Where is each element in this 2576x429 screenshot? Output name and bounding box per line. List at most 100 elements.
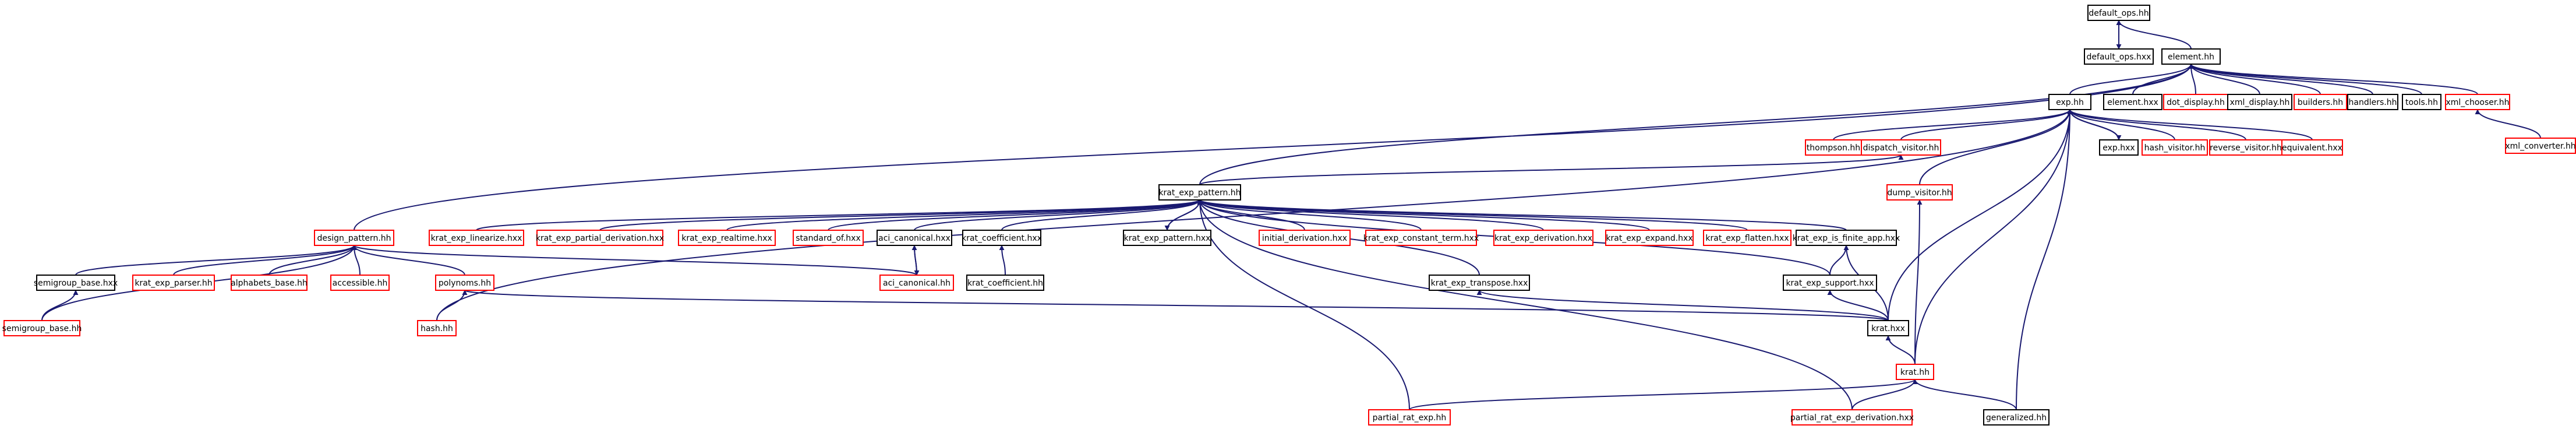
- node-label: exp.hxx: [2103, 143, 2135, 153]
- node-semigroup-base-hh[interactable]: semigroup_base.hh: [2, 320, 82, 336]
- edge-dispatch-visitor-hh-to-exp-hh: [1900, 109, 2073, 140]
- node-label: element.hh: [2168, 52, 2214, 62]
- node-label: standard_of.hxx: [796, 234, 860, 243]
- node-krat-hxx[interactable]: krat.hxx: [1867, 320, 1909, 336]
- node-generalized-hh[interactable]: generalized.hh: [1983, 409, 2050, 426]
- node-element-hh[interactable]: element.hh: [2161, 48, 2221, 65]
- node-polynoms-hh[interactable]: polynoms.hh: [435, 275, 494, 291]
- node-builders-hh[interactable]: builders.hh: [2294, 94, 2347, 110]
- node-standard-of-hxx[interactable]: standard_of.hxx: [793, 230, 864, 246]
- node-krat-exp-expand-hxx[interactable]: krat_exp_expand.hxx: [1605, 230, 1694, 246]
- node-exp-hh[interactable]: exp.hh: [2048, 94, 2091, 110]
- node-krat-hh[interactable]: krat.hh: [1896, 364, 1934, 380]
- node-krat-exp-derivation-hxx[interactable]: krat_exp_derivation.hxx: [1493, 230, 1593, 246]
- node-box: [962, 230, 1041, 246]
- node-initial-derivation-hxx[interactable]: initial_derivation.hxx: [1259, 230, 1351, 246]
- edge-krat-exp-partial-derivation-hxx-to-krat-exp-pattern-hh: [599, 199, 1203, 231]
- node-box: [2163, 94, 2228, 110]
- edge-xml-chooser-hh-to-element-hh: [2188, 64, 2478, 95]
- node-box: [536, 230, 663, 246]
- edge-krat-exp-pattern-hh-to-krat-exp-pattern-hxx: [1164, 199, 1200, 231]
- node-default-ops-hh[interactable]: default_ops.hh: [2087, 5, 2150, 21]
- edge-partial-rat-exp-hh-to-krat-hh: [1409, 379, 1918, 410]
- node-dispatch-visitor-hh[interactable]: dispatch_visitor.hh: [1861, 139, 1941, 156]
- node-krat-exp-support-hxx[interactable]: krat_exp_support.hxx: [1783, 275, 1877, 291]
- node-accessible-hh[interactable]: accessible.hh: [330, 275, 390, 291]
- node-label: krat_exp_derivation.hxx: [1494, 234, 1592, 243]
- node-xml-converter-hh[interactable]: xml_converter.hh: [2505, 138, 2576, 154]
- node-label: accessible.hh: [333, 279, 388, 288]
- node-krat-exp-realtime-hxx[interactable]: krat_exp_realtime.hxx: [678, 230, 776, 246]
- node-design-pattern-hh[interactable]: design_pattern.hh: [314, 230, 394, 246]
- node-krat-exp-flatten-hxx[interactable]: krat_exp_flatten.hxx: [1703, 230, 1791, 246]
- node-box: [1605, 230, 1694, 246]
- node-label: xml_chooser.hh: [2446, 98, 2509, 107]
- node-label: krat_coefficient.hh: [967, 279, 1043, 288]
- node-equivalent-hxx[interactable]: equivalent.hxx: [2281, 139, 2343, 156]
- node-label: dispatch_visitor.hh: [1863, 143, 1939, 153]
- node-box: [1983, 409, 2050, 426]
- node-box: [2227, 94, 2292, 110]
- node-box: [2099, 139, 2139, 156]
- node-partial-rat-exp-hh[interactable]: partial_rat_exp.hh: [1368, 409, 1451, 426]
- node-krat-exp-constant-term-hxx[interactable]: krat_exp_constant_term.hxx: [1363, 230, 1479, 246]
- node-label: partial_rat_exp.hh: [1373, 413, 1447, 423]
- edge-partial-rat-exp-derivation-hxx-to-krat-exp-pattern-hh: [1197, 199, 1853, 410]
- node-label: reverse_visitor.hh: [2210, 143, 2282, 153]
- node-label: krat.hh: [1900, 368, 1930, 377]
- node-dump-visitor-hh[interactable]: dump_visitor.hh: [1886, 184, 1953, 201]
- node-label: krat_exp_pattern.hh: [1158, 188, 1241, 198]
- node-box: [879, 275, 954, 291]
- node-box: [2103, 94, 2162, 110]
- node-alphabets-base-hh[interactable]: alphabets_base.hh: [231, 275, 308, 291]
- node-krat-exp-partial-derivation-hxx[interactable]: krat_exp_partial_derivation.hxx: [536, 230, 664, 246]
- node-label: semigroup_base.hxx: [34, 279, 118, 288]
- node-default-ops-hxx[interactable]: default_ops.hxx: [2084, 48, 2154, 65]
- node-dot-display-hh[interactable]: dot_display.hh: [2163, 94, 2228, 110]
- node-krat-exp-linearize-hxx[interactable]: krat_exp_linearize.hxx: [429, 230, 524, 246]
- node-box: [1783, 275, 1877, 291]
- edge-krat-hh-to-krat-hxx: [1885, 335, 1916, 365]
- node-exp-hxx[interactable]: exp.hxx: [2099, 139, 2139, 156]
- node-label: krat_exp_partial_derivation.hxx: [536, 234, 664, 243]
- node-handlers-hh[interactable]: handlers.hh: [2347, 94, 2398, 110]
- edge-partial-rat-exp-derivation-hxx-to-krat-hh: [1851, 379, 1918, 410]
- node-label: krat_coefficient.hxx: [962, 234, 1042, 243]
- edge-generalized-hh-to-exp-hh: [2016, 109, 2073, 410]
- node-hash-hh[interactable]: hash.hh: [417, 320, 457, 336]
- edge-handlers-hh-to-element-hh: [2188, 64, 2373, 95]
- node-krat-exp-parser-hh[interactable]: krat_exp_parser.hh: [132, 275, 215, 291]
- node-box: [877, 230, 952, 246]
- node-box: [1867, 320, 1909, 336]
- node-aci-canonical-hh[interactable]: aci_canonical.hh: [879, 275, 954, 291]
- node-tools-hh[interactable]: tools.hh: [2402, 94, 2441, 110]
- node-element-hxx[interactable]: element.hxx: [2103, 94, 2162, 110]
- node-thompson-hh[interactable]: thompson.hh: [1805, 139, 1862, 156]
- node-box: [793, 230, 864, 246]
- node-aci-canonical-hxx[interactable]: aci_canonical.hxx: [877, 230, 952, 246]
- node-box: [1805, 139, 1862, 156]
- node-label: krat_exp_flatten.hxx: [1705, 234, 1789, 243]
- edge-krat-exp-parser-hh-to-design-pattern-hh: [173, 245, 357, 276]
- node-semigroup-base-hxx[interactable]: semigroup_base.hxx: [34, 275, 118, 291]
- node-box: [1703, 230, 1791, 246]
- node-krat-exp-transpose-hxx[interactable]: krat_exp_transpose.hxx: [1429, 275, 1530, 291]
- edge-standard-of-hxx-to-krat-exp-pattern-hh: [828, 199, 1203, 231]
- node-reverse-visitor-hh[interactable]: reverse_visitor.hh: [2209, 139, 2282, 156]
- node-krat-coefficient-hh[interactable]: krat_coefficient.hh: [966, 275, 1044, 291]
- node-hash-visitor-hh[interactable]: hash_visitor.hh: [2142, 139, 2208, 156]
- node-krat-coefficient-hxx[interactable]: krat_coefficient.hxx: [962, 230, 1042, 246]
- node-krat-exp-is-finite-app-hxx[interactable]: krat_exp_is_finite_app.hxx: [1793, 230, 1900, 246]
- edge-krat-coefficient-hxx-to-krat-exp-pattern-hh: [1001, 199, 1203, 231]
- node-box: [2161, 48, 2221, 65]
- node-box: [966, 275, 1044, 291]
- node-xml-chooser-hh[interactable]: xml_chooser.hh: [2445, 94, 2510, 110]
- node-krat-exp-pattern-hh[interactable]: krat_exp_pattern.hh: [1158, 184, 1241, 201]
- node-krat-exp-pattern-hxx[interactable]: krat_exp_pattern.hxx: [1123, 230, 1211, 246]
- node-label: krat_exp_pattern.hxx: [1124, 234, 1211, 243]
- edge-krat-coefficient-hh-to-krat-coefficient-hxx: [999, 245, 1006, 276]
- node-label: krat_exp_linearize.hxx: [431, 234, 522, 243]
- edge-semigroup-base-hxx-to-design-pattern-hh: [75, 245, 357, 276]
- node-partial-rat-exp-derivation-hxx[interactable]: partial_rat_exp_derivation.hxx: [1790, 409, 1914, 426]
- node-xml-display-hh[interactable]: xml_display.hh: [2227, 94, 2292, 110]
